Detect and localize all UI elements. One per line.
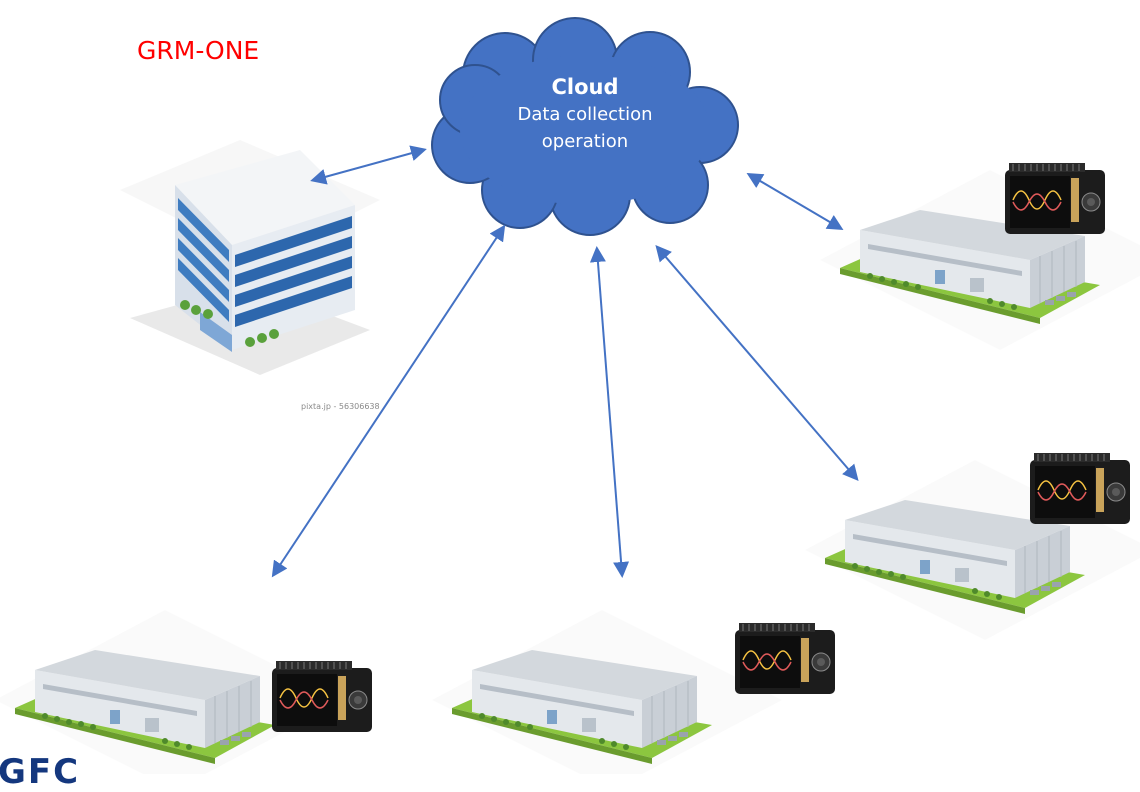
- cloud-title: Cloud: [551, 75, 619, 99]
- diagram-title: GRM-ONE: [137, 36, 260, 65]
- arrow-cloud-factory-3: [271, 224, 506, 578]
- image-watermark: pixta.jp - 56306638: [301, 402, 380, 411]
- cloud-line-2: operation: [541, 131, 629, 152]
- arrow-cloud-factory-4: [589, 246, 630, 578]
- company-logo: GFC: [0, 752, 81, 792]
- arrow-cloud-factory-1: [746, 172, 844, 231]
- arrow-cloud-factory-2: [655, 244, 859, 482]
- office-building-icon: [120, 140, 380, 375]
- network-diagram: [0, 17, 1140, 774]
- connection-arrows: [271, 145, 859, 578]
- factory-node-4: [431, 609, 836, 774]
- cloud-label: Cloud Data collection operation: [470, 74, 700, 155]
- factory-node-1: [819, 162, 1140, 351]
- cloud-line-1: Data collection: [517, 104, 653, 125]
- arrow-office-cloud: [310, 145, 427, 185]
- factory-node-3: [0, 609, 373, 774]
- factory-node-2: [804, 452, 1140, 641]
- cloud-shape: [431, 17, 739, 236]
